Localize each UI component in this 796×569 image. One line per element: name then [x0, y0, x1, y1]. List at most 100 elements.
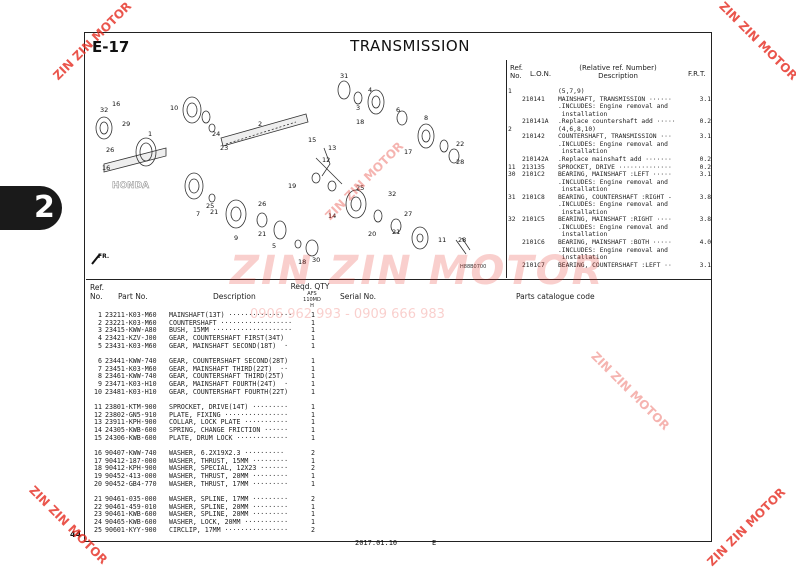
- ref-header: Ref.No.: [510, 64, 524, 80]
- part-cell-ref: 14: [94, 426, 102, 435]
- part-cell-part_no: 23211-K03-M60: [105, 311, 157, 319]
- callout-24: 24: [212, 130, 220, 138]
- part-cell-part_no: 23471-K03-H10: [105, 380, 157, 389]
- part-cell-part_no: 23421-KZV-J00: [105, 334, 157, 343]
- callout-13: 13: [328, 144, 336, 152]
- callout-12: 12: [322, 156, 330, 164]
- callout-3: 3: [356, 104, 360, 112]
- part-cell-desc: WASHER, SPECIAL, 12X23 ·······: [169, 464, 289, 473]
- ref-cell-desc: .INCLUDES: Engine removal and: [558, 178, 668, 186]
- ref-cell-desc: installation: [558, 208, 608, 216]
- part-cell-ref: 11: [94, 403, 102, 411]
- part-cell-desc: WASHER, LOCK, 20MM ···········: [169, 518, 289, 527]
- callout-25: 25: [356, 184, 364, 192]
- part-cell-part_no: 23431-K03-M60: [105, 341, 157, 350]
- gear-mainshaft: [135, 137, 157, 167]
- callout-16: 16: [112, 100, 120, 108]
- ref-cell-ref: 31: [508, 193, 516, 201]
- part-cell-part_no: 23221-K03-M60: [105, 318, 157, 327]
- part-cell-ref: 10: [94, 387, 102, 396]
- ref-cell-lon: 210142A: [522, 155, 549, 163]
- ref-cell-desc: SPROCKET, DRIVE ··············: [558, 163, 672, 171]
- part-cell-qty: 1: [311, 410, 315, 419]
- part-cell-ref: 22: [94, 502, 102, 511]
- part-cell-part_no: 23481-K03-H10: [105, 387, 157, 396]
- callout-10: 10: [170, 104, 178, 112]
- part-cell-desc: CIRCLIP, 17MM ················: [169, 525, 289, 534]
- page-frame: [84, 32, 712, 542]
- part-cell-part_no: 24306-KWB-600: [105, 433, 157, 442]
- callout-27: 27: [404, 210, 412, 218]
- ref-cell-ref: 11: [508, 163, 516, 171]
- ref-cell-desc: BEARING, COUNTERSHAFT :RIGHT -: [558, 193, 672, 201]
- part-cell-ref: 12: [94, 410, 102, 419]
- part-cell-ref: 23: [94, 510, 102, 519]
- callout-32b: 32: [388, 190, 396, 198]
- part-cell-desc: BUSH, 15MM ····················: [169, 326, 293, 335]
- part-cell-qty: 1: [311, 326, 315, 335]
- part-cell-part_no: 90452-GB4-770: [105, 479, 157, 488]
- ref-cell-frt: 4.0: [699, 239, 711, 246]
- part-cell-desc: WASHER, THRUST, 17MM ·········: [169, 479, 289, 488]
- part-cell-desc: PLATE, DRUM LOCK ·············: [169, 433, 289, 442]
- footer-date: 2017.01.10: [355, 539, 398, 547]
- ref-cell-desc: .INCLUDES: Engine removal and: [558, 103, 668, 111]
- part-cell-part_no: 23415-KWW-A80: [105, 326, 157, 335]
- part-cell-qty: 1: [311, 456, 315, 465]
- ref-cell-lon: 2101C7: [522, 261, 545, 269]
- part-cell-part_no: 23801-KTM-900: [105, 403, 157, 411]
- callout-14: 14: [328, 212, 336, 220]
- part-cell-part_no: 23461-KWW-740: [105, 372, 157, 381]
- part-cell-qty: 1: [311, 433, 315, 442]
- ref-cell-lon: 210142: [522, 133, 545, 141]
- callout-8: 8: [424, 114, 428, 122]
- section-divider: [86, 279, 711, 280]
- part-cell-qty: 1: [311, 387, 315, 396]
- callout-23: 23: [220, 144, 228, 152]
- callout-4: 4: [368, 86, 372, 94]
- callout-32: 32: [100, 106, 108, 114]
- part-cell-desc: PLATE, FIXING ················: [169, 410, 289, 419]
- part-cell-desc: SPROCKET, DRIVE(14T) ·········: [169, 403, 289, 411]
- callout-7: 7: [196, 210, 200, 218]
- part-cell-desc: GEAR, MAINSHAFT FOURTH(24T) ·: [169, 380, 289, 389]
- parts-ref-header: Ref.No.: [90, 283, 104, 301]
- callout-5: 5: [272, 242, 276, 250]
- callout-1: 1: [148, 130, 152, 138]
- part-cell-part_no: 24305-KWB-600: [105, 426, 157, 435]
- part-cell-desc: WASHER, THRUST, 20MM ·········: [169, 472, 289, 481]
- ref-cell-ref: 1: [508, 88, 512, 95]
- part-cell-qty: 1: [311, 380, 315, 389]
- part-cell-qty: 1: [311, 426, 315, 435]
- ref-cell-desc: .INCLUDES: Engine removal and: [558, 140, 668, 148]
- part-cell-ref: 20: [94, 479, 102, 488]
- part-cell-qty: 2: [311, 525, 315, 534]
- ref-cell-desc: .Replace mainshaft add ·······: [558, 155, 672, 163]
- part-cell-part_no: 23451-K03-M60: [105, 364, 157, 373]
- ref-cell-desc: (4,6,8,10): [558, 125, 596, 133]
- arrow-icon: [91, 253, 101, 265]
- callout-22: 22: [456, 140, 464, 148]
- ref-cell-lon: 2101C8: [522, 193, 545, 201]
- callout-28: 28: [456, 158, 464, 166]
- part-cell-desc: COUNTERSHAFT ··················: [169, 318, 293, 327]
- ref-cell-lon: 2101C5: [522, 216, 545, 224]
- figure-code: H88B0700: [460, 264, 486, 270]
- ref-cell-frt: 0.2: [699, 118, 711, 126]
- part-cell-desc: WASHER, THRUST, 15MM ·········: [169, 456, 289, 465]
- part-cell-part_no: 90461-KWB-600: [105, 510, 157, 519]
- ref-cell-ref: 30: [508, 171, 516, 179]
- part-cell-qty: 2: [311, 449, 315, 457]
